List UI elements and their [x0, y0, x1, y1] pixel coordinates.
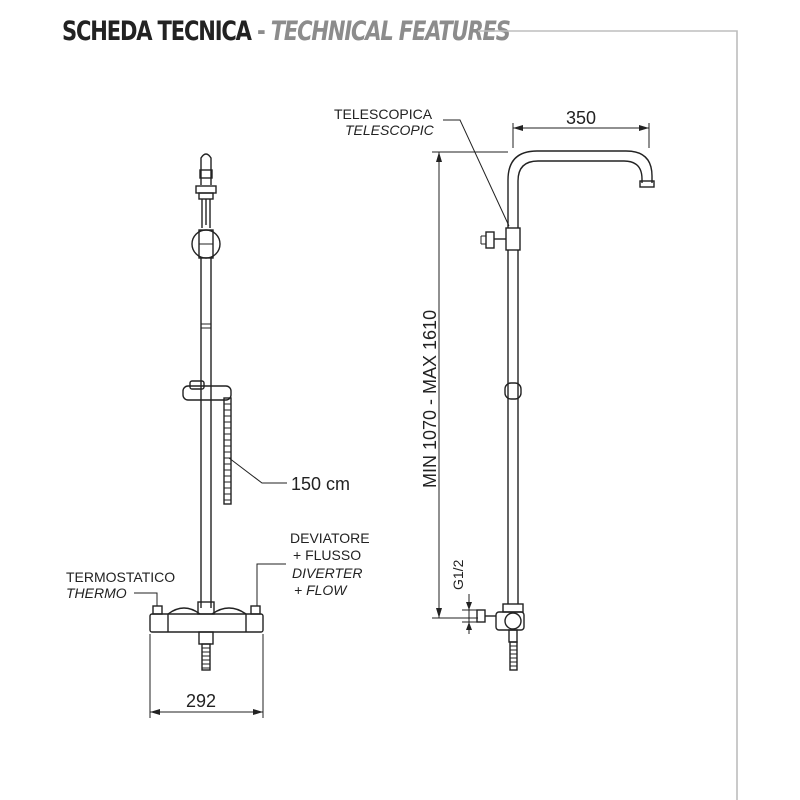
- arm-length-label: 350: [566, 108, 596, 128]
- height-range-label: MIN 1070 - MAX 1610: [420, 310, 440, 488]
- telescopic-label-en: TELESCOPIC: [345, 122, 435, 138]
- hose-length-label: 150 cm: [291, 474, 350, 494]
- telescopic-callout: TELESCOPICA TELESCOPIC: [334, 106, 510, 227]
- hose-leader: [228, 457, 287, 484]
- title-separator: -: [256, 16, 266, 47]
- side-view: [476, 150, 655, 671]
- diverter-label-it-1: DEVIATORE: [290, 530, 370, 546]
- diverter-callout: DEVIATORE + FLUSSO DIVERTER + FLOW: [256, 530, 370, 606]
- height-dimension: MIN 1070 - MAX 1610: [420, 151, 508, 619]
- title-italian: SCHEDA TECNICA: [62, 16, 252, 47]
- arm-dimension: 350: [512, 108, 650, 148]
- connection-label: G1/2: [450, 559, 466, 590]
- connection-dimension: G1/2: [450, 559, 477, 634]
- width-dimension: 292: [149, 634, 264, 718]
- page-title: SCHEDA TECNICA - TECHNICAL FEATURES: [62, 16, 511, 47]
- diverter-label-it-2: + FLUSSO: [293, 547, 361, 563]
- telescopic-label-it: TELESCOPICA: [334, 106, 433, 122]
- thermostat-label-it: TERMOSTATICO: [66, 569, 175, 585]
- width-label: 292: [186, 691, 216, 711]
- thermostat-callout: TERMOSTATICO THERMO: [66, 569, 175, 606]
- front-view: [149, 153, 264, 671]
- thermostat-label-en: THERMO: [66, 585, 127, 601]
- title-english: TECHNICAL FEATURES: [270, 16, 511, 47]
- sheet-frame: [478, 30, 738, 800]
- diverter-label-en-1: DIVERTER: [292, 565, 363, 581]
- diverter-label-en-2: + FLOW: [294, 582, 348, 598]
